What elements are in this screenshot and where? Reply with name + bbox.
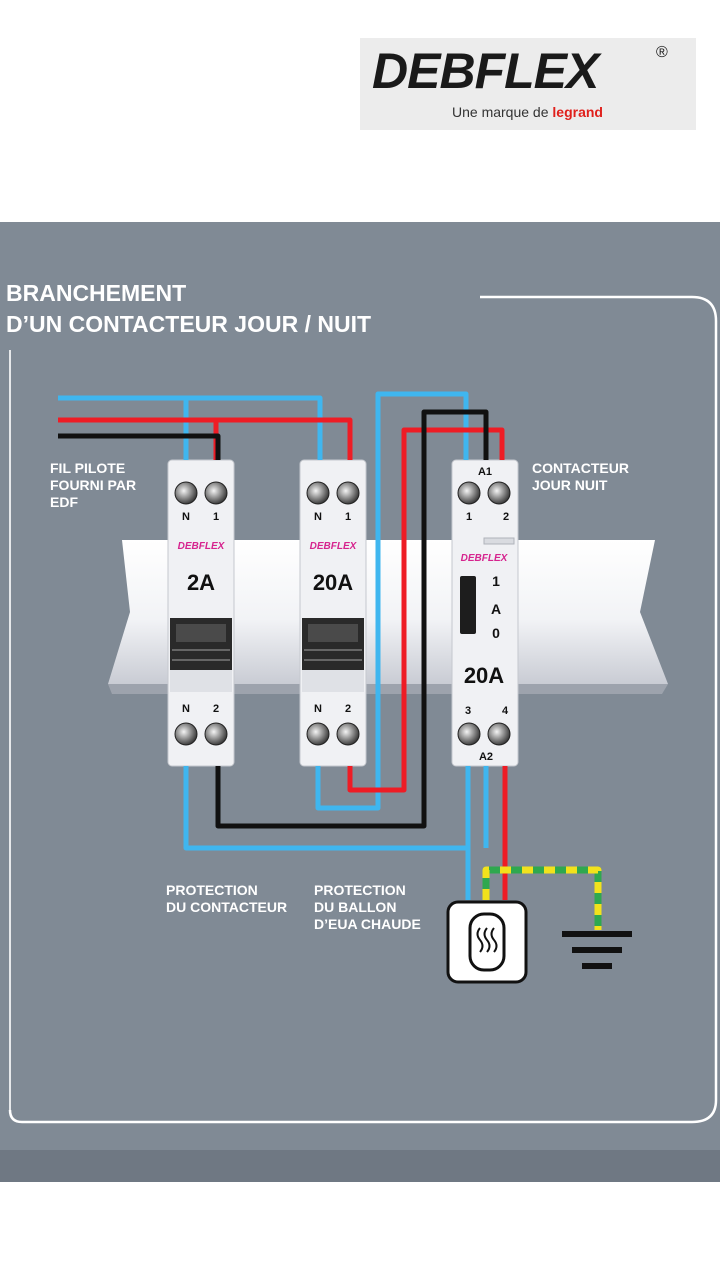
terminal-label: N: [182, 703, 190, 715]
phase-wire: [58, 417, 353, 460]
coil-label-a2: A2: [479, 751, 493, 763]
coil-label-a1: A1: [478, 466, 492, 478]
label-protection-contacteur: PROTECTION DU CONTACTEUR: [166, 882, 288, 915]
screw-icon: [336, 481, 360, 505]
terminal-label: N: [314, 511, 322, 523]
terminal-label: 1: [345, 511, 351, 523]
terminal-label: 4: [502, 705, 509, 717]
debflex-logo: DEBFLEX ® Une marque de legrand: [360, 38, 696, 130]
diagram-title: BRANCHEMENT D’UN CONTACTEUR JOUR / NUIT: [6, 278, 371, 340]
neutral-wire-return: [183, 766, 471, 851]
logo-tagline: Une marque de legrand: [452, 104, 603, 120]
breaker-2a: N 1 N 2 DEBFLEX 2A: [167, 459, 235, 767]
pilot-wire: [58, 433, 221, 460]
screw-icon: [487, 722, 511, 746]
breaker-rating: 20A: [313, 570, 353, 595]
earth-wire: [482, 866, 602, 930]
pilot-wire-return: [215, 409, 489, 829]
terminal-label: 2: [213, 703, 219, 715]
contactor-jour-nuit: A1 1 2 3 4 A2 DEBFLEX 1 A 0 20A: [451, 459, 519, 767]
screw-icon: [457, 722, 481, 746]
breaker-brand: DEBFLEX: [310, 541, 358, 552]
terminal-label: 2: [345, 703, 351, 715]
phase-wire-return: [347, 427, 505, 793]
neutral-wire: [58, 395, 323, 460]
label-protection-ballon: PROTECTION DU BALLON D’EUA CHAUDE: [314, 882, 421, 932]
label-fil-pilote: FIL PILOTE FOURNI PAR EDF: [50, 460, 137, 510]
water-heater-icon: [446, 900, 528, 984]
contactor-switch: [460, 576, 476, 634]
terminal-label: N: [182, 511, 190, 523]
wiring: [58, 391, 602, 930]
terminal-label: N: [314, 703, 322, 715]
switch-label-0: 0: [492, 625, 500, 641]
screw-icon: [306, 722, 330, 746]
switch-label-a: A: [491, 601, 501, 617]
breaker-brand: DEBFLEX: [178, 541, 226, 552]
terminal-label: 1: [466, 511, 472, 523]
din-rail: [108, 540, 668, 694]
panel-frame: [8, 295, 718, 1124]
title-line-1: BRANCHEMENT: [6, 280, 187, 306]
neutral-wire-return: [315, 391, 469, 811]
logo-brand: DEBFLEX: [372, 43, 599, 99]
breaker-rating: 2A: [187, 570, 215, 595]
contactor-rating: 20A: [464, 663, 504, 688]
screw-icon: [487, 481, 511, 505]
ground-icon: [562, 931, 632, 969]
label-contacteur: CONTACTEUR JOUR NUIT: [532, 460, 629, 493]
screw-icon: [306, 481, 330, 505]
screw-icon: [204, 722, 228, 746]
legrand-brand: legrand: [552, 104, 603, 120]
terminal-label: 2: [503, 511, 509, 523]
screw-icon: [457, 481, 481, 505]
breaker-20a: N 1 N 2 DEBFLEX 20A: [299, 459, 367, 767]
screw-icon: [174, 481, 198, 505]
terminal-label: 1: [213, 511, 219, 523]
logo-registered-mark: ®: [656, 44, 668, 61]
switch-label-1: 1: [492, 573, 500, 589]
terminal-label: 3: [465, 705, 471, 717]
title-line-2: D’UN CONTACTEUR JOUR / NUIT: [6, 311, 372, 337]
panel-bottom-shadow: [0, 1150, 720, 1182]
contactor-brand: DEBFLEX: [461, 553, 509, 564]
screw-icon: [174, 722, 198, 746]
screw-icon: [336, 722, 360, 746]
screw-icon: [204, 481, 228, 505]
